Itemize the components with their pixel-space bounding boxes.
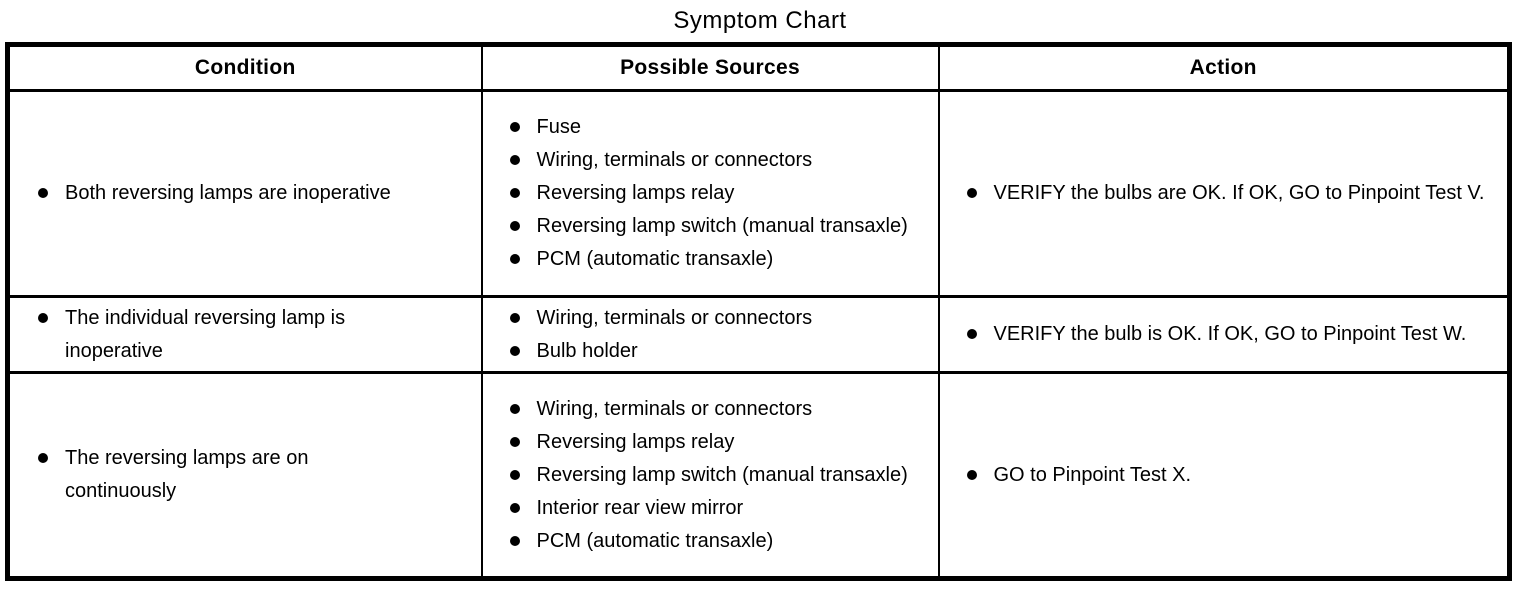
bullet-icon [509, 535, 520, 546]
table-row: The reversing lamps are on continuously W… [6, 371, 1511, 580]
item-text: PCM (automatic transaxle) [536, 248, 774, 270]
bullet-item: Reversing lamps relay [509, 426, 938, 459]
item-text: Reversing lamp switch (manual transaxle) [536, 463, 908, 486]
bullet-item: VERIFY the bulbs are OK. If OK, GO to Pi… [966, 177, 1502, 210]
item-text: Fuse [536, 116, 581, 138]
action-cell: VERIFY the bulb is OK. If OK, GO to Pinp… [937, 295, 1511, 374]
condition-cell: Both reversing lamps are inoperative [6, 89, 483, 298]
bullet-item: Interior rear view mirror [509, 492, 938, 525]
bullet-item: The individual reversing lamp is inopera… [38, 302, 481, 368]
bullet-icon [38, 453, 48, 463]
item-text: Both reversing lamps are inoperative [65, 182, 391, 204]
bullet-item: PCM (automatic transaxle) [509, 243, 938, 276]
bullet-item: Reversing lamp switch (manual transaxle) [509, 459, 938, 492]
bullet-icon [966, 188, 977, 198]
bullet-item: The reversing lamps are on continuously [38, 442, 481, 508]
item-text: PCM (automatic transaxle) [536, 529, 774, 552]
bullet-list: The individual reversing lamp is inopera… [38, 302, 481, 368]
bullet-item: Reversing lamps relay [509, 177, 938, 210]
header-row: Condition Possible Sources Action [6, 43, 1511, 92]
item-text: Reversing lamps relay [536, 182, 735, 204]
bullet-list: VERIFY the bulb is OK. If OK, GO to Pinp… [966, 318, 1502, 351]
bullet-icon [509, 188, 520, 198]
action-cell: GO to Pinpoint Test X. [937, 371, 1511, 580]
bullet-item: Both reversing lamps are inoperative [38, 177, 481, 210]
item-text: GO to Pinpoint Test X. [993, 463, 1192, 486]
bullet-icon [509, 122, 520, 132]
item-text: Reversing lamps relay [536, 430, 735, 453]
bullet-icon [509, 403, 520, 414]
bullet-item: Wiring, terminals or connectors [509, 302, 938, 335]
condition-cell: The reversing lamps are on continuously [6, 371, 483, 580]
bullet-list: The reversing lamps are on continuously [38, 442, 481, 508]
table-row: The individual reversing lamp is inopera… [6, 295, 1511, 374]
item-text: Bulb holder [536, 339, 638, 362]
action-cell: VERIFY the bulbs are OK. If OK, GO to Pi… [937, 89, 1511, 298]
bullet-list: GO to Pinpoint Test X. [966, 459, 1502, 492]
bullet-icon [509, 221, 520, 231]
item-text: Wiring, terminals or connectors [536, 306, 813, 329]
bullet-item: Wiring, terminals or connectors [509, 144, 938, 177]
bullet-item: Wiring, terminals or connectors [509, 393, 938, 426]
item-text: Wiring, terminals or connectors [536, 149, 813, 171]
table-row: Both reversing lamps are inoperative Fuse… [6, 89, 1511, 298]
bullet-icon [509, 312, 520, 323]
bullet-icon [38, 312, 48, 323]
bullet-item: VERIFY the bulb is OK. If OK, GO to Pinp… [966, 318, 1502, 351]
column-header-action: Action [937, 43, 1511, 92]
bullet-icon [509, 502, 520, 513]
bullet-item: PCM (automatic transaxle) [509, 525, 938, 558]
symptom-chart-table: Condition Possible Sources Action Both r… [5, 42, 1512, 581]
bullet-icon [966, 469, 977, 480]
bullet-item: Reversing lamp switch (manual transaxle) [509, 210, 938, 243]
item-text: Reversing lamp switch (manual transaxle) [536, 215, 908, 237]
bullet-icon [509, 254, 520, 264]
bullet-icon [509, 436, 520, 447]
bullet-icon [509, 345, 520, 356]
bullet-item: Fuse [509, 111, 938, 144]
item-text: VERIFY the bulbs are OK. If OK, GO to Pi… [993, 182, 1485, 204]
page-title: Symptom Chart [673, 7, 847, 34]
condition-cell: The individual reversing lamp is inopera… [6, 295, 483, 374]
item-text: Interior rear view mirror [536, 496, 744, 519]
bullet-item: GO to Pinpoint Test X. [966, 459, 1502, 492]
bullet-item: Bulb holder [509, 335, 938, 368]
bullet-icon [509, 469, 520, 480]
bullet-list: VERIFY the bulbs are OK. If OK, GO to Pi… [966, 177, 1502, 210]
bullet-list: Both reversing lamps are inoperative [38, 177, 481, 210]
column-header-condition: Condition [6, 43, 483, 92]
column-header-possible-sources: Possible Sources [480, 43, 940, 92]
item-text: VERIFY the bulb is OK. If OK, GO to Pinp… [993, 323, 1467, 345]
bullet-icon [509, 155, 520, 165]
bullet-icon [38, 188, 48, 198]
item-text: The reversing lamps are on continuously [65, 447, 309, 502]
bullet-icon [966, 329, 977, 339]
item-text: Wiring, terminals or connectors [536, 397, 813, 420]
item-text: The individual reversing lamp is inopera… [65, 306, 346, 362]
